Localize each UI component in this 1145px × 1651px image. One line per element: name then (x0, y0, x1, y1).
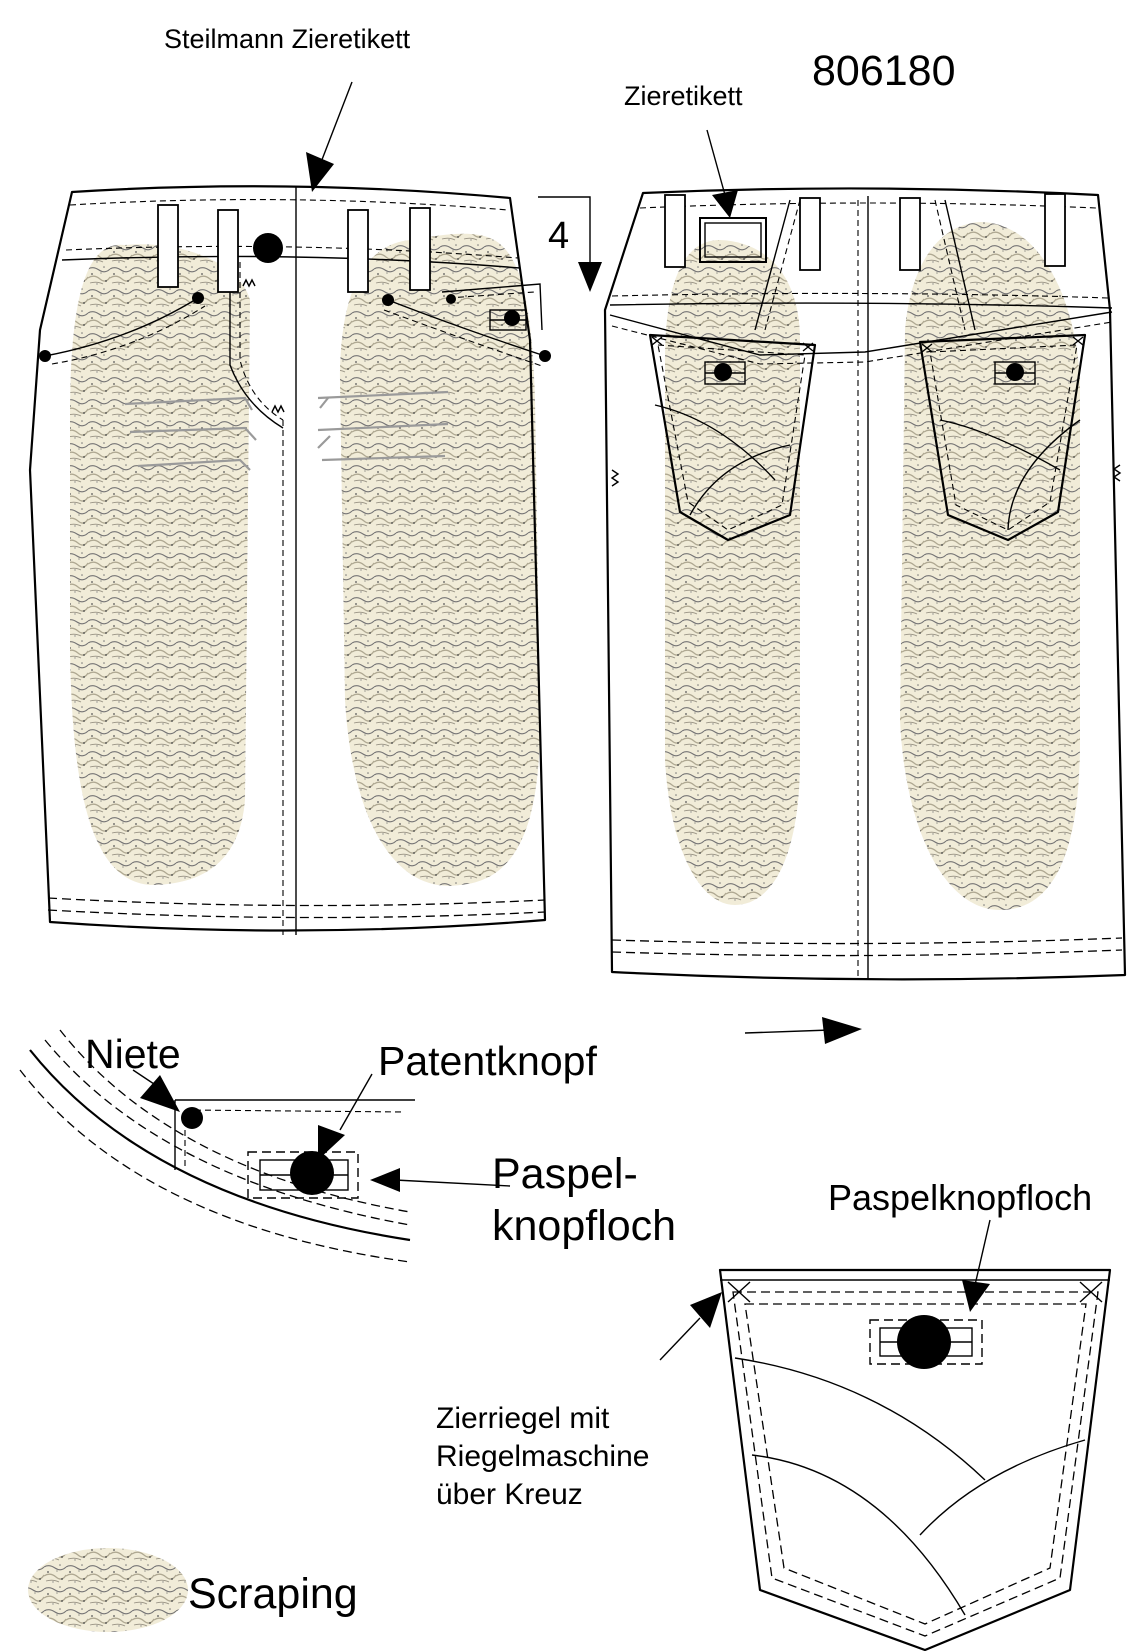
back-skirt-outline (603, 187, 1127, 981)
coin-pocket-detail (19, 1029, 511, 1263)
piped-buttonhole-label-line2: knopfloch (492, 1202, 676, 1250)
front-skirt-outline (28, 185, 547, 932)
bartack-label-line2: Riegelmaschine (436, 1440, 649, 1473)
back-label-text: Zieretikett (624, 81, 743, 111)
rivet-label: Niete (85, 1031, 181, 1077)
front-view (28, 81, 551, 935)
front-left-scraping (70, 244, 250, 885)
bartack-label-line1: Zierriegel mit (436, 1402, 610, 1435)
snap-button-label: Patentknopf (378, 1038, 597, 1084)
steilmann-label-text: Steilmann Zieretikett (164, 24, 411, 54)
bartack-label-line3: über Kreuz (436, 1478, 583, 1511)
back-right-scraping (900, 222, 1080, 910)
back-decorative-label (699, 217, 767, 263)
front-right-scraping (340, 233, 540, 886)
scraping-legend-label: Scraping (188, 1570, 358, 1618)
piped-buttonhole-label-line1: Paspel- (492, 1150, 638, 1198)
back-left-scraping (665, 240, 800, 905)
back-right-pocket (918, 333, 1087, 542)
back-view (538, 129, 1127, 981)
back-left-pocket (648, 333, 817, 542)
scraping-legend-swatch (28, 1548, 188, 1632)
back-yoke-number: 4 (548, 215, 569, 257)
direction-arrow (744, 1029, 831, 1034)
back-pocket-detail (659, 1219, 1112, 1651)
style-number: 806180 (812, 47, 956, 95)
pocket-buttonhole-label: Paspelknopfloch (828, 1177, 1092, 1218)
